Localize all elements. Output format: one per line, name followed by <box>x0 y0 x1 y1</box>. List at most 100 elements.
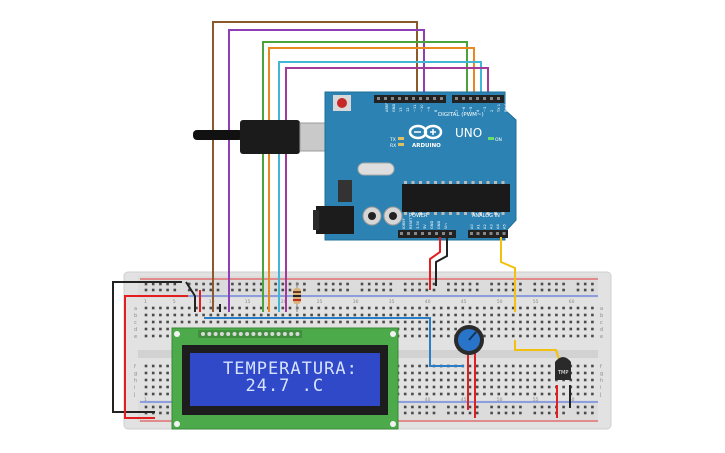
breadboard-hole <box>540 385 544 389</box>
rail-hole <box>425 405 429 409</box>
breadboard-hole <box>151 371 155 375</box>
chip-pin <box>434 212 437 215</box>
breadboard-hole <box>519 320 522 324</box>
breadboard-hole <box>418 371 421 375</box>
rail-hole <box>461 411 465 415</box>
breadboard-hole <box>519 364 522 368</box>
breadboard-hole <box>533 385 537 389</box>
wire-green <box>262 41 468 312</box>
rail-hole <box>209 288 213 292</box>
breadboard-hole <box>447 371 450 375</box>
rail-hole <box>511 405 515 409</box>
breadboard-hole <box>238 306 241 310</box>
column-number: 50 <box>497 299 503 305</box>
temperature-sensor[interactable]: TMP <box>555 357 571 380</box>
breadboard-hole <box>547 371 551 375</box>
rail-hole <box>159 282 162 286</box>
breadboard-hole <box>195 320 198 324</box>
breadboard-hole <box>519 327 522 331</box>
usb-cable-strain <box>193 130 243 140</box>
breadboard-hole <box>187 313 191 317</box>
lcd-pin <box>213 332 218 336</box>
breadboard-hole <box>439 385 443 389</box>
rail-hole <box>303 288 306 292</box>
column-number: 40 <box>425 299 431 305</box>
breadboard-hole <box>159 364 162 368</box>
column-number: 1 <box>144 299 147 305</box>
breadboard-hole <box>461 313 465 317</box>
reset-button[interactable] <box>337 98 347 108</box>
header-pin <box>433 97 436 100</box>
breadboard-hole <box>432 378 436 382</box>
breadboard-hole <box>576 364 580 368</box>
rail-hole <box>490 282 493 286</box>
rail-hole <box>432 405 436 409</box>
breadboard-hole <box>425 334 429 338</box>
lcd-pin <box>295 332 300 336</box>
rail-hole <box>209 282 213 286</box>
breadboard-hole <box>425 313 429 317</box>
breadboard-hole <box>382 313 385 317</box>
breadboard-hole <box>483 334 486 338</box>
rail-hole <box>475 411 479 415</box>
breadboard-hole <box>144 306 148 310</box>
rail-hole <box>288 288 292 292</box>
breadboard-hole <box>490 306 493 310</box>
breadboard-hole <box>483 313 486 317</box>
breadboard-hole <box>231 320 234 324</box>
breadboard-hole <box>533 392 537 396</box>
column-number: 10 <box>209 299 215 305</box>
digital-pin-label: 7 <box>455 110 459 112</box>
breadboard-hole <box>159 313 162 317</box>
breadboard-hole <box>468 313 472 317</box>
potentiometer[interactable] <box>454 325 484 355</box>
header-pin <box>469 97 472 100</box>
rail-hole <box>195 282 198 286</box>
header-pins <box>377 97 506 235</box>
breadboard-hole <box>519 306 522 310</box>
breadboard-hole <box>540 378 544 382</box>
breadboard-hole <box>519 392 522 396</box>
lcd-pin <box>276 332 281 336</box>
breadboard-hole <box>540 306 544 310</box>
column-number: 5 <box>173 299 176 305</box>
breadboard-hole <box>281 313 285 317</box>
rail-hole <box>382 282 385 286</box>
rail-hole <box>475 405 479 409</box>
breadboard-hole <box>483 364 486 368</box>
rail-hole <box>468 405 472 409</box>
breadboard-hole <box>461 371 465 375</box>
breadboard-hole <box>475 320 479 324</box>
rail-hole <box>238 282 241 286</box>
header-pin <box>421 232 424 235</box>
breadboard-hole <box>591 378 594 382</box>
rail-hole <box>591 288 594 292</box>
rail-hole <box>461 405 465 409</box>
row-letter: e <box>600 334 603 340</box>
lcd-pin <box>270 332 275 336</box>
breadboard-hole <box>583 334 587 338</box>
lcd-display[interactable] <box>171 327 399 430</box>
breadboard-hole <box>144 320 148 324</box>
breadboard-hole <box>367 313 371 317</box>
breadboard-hole <box>540 392 544 396</box>
rail-hole <box>245 288 249 292</box>
column-number: 35 <box>389 299 395 305</box>
breadboard-hole <box>432 371 436 375</box>
lcd-pin <box>251 332 256 336</box>
breadboard-hole <box>418 306 421 310</box>
rail-hole <box>389 288 393 292</box>
breadboard-hole <box>533 306 537 310</box>
rail-hole <box>425 282 429 286</box>
breadboard-hole <box>519 371 522 375</box>
breadboard-hole <box>202 320 205 324</box>
breadboard-hole <box>151 385 155 389</box>
row-letter: d <box>134 327 137 333</box>
breadboard-hole <box>591 364 594 368</box>
resistor[interactable] <box>293 282 301 312</box>
breadboard-hole <box>526 320 529 324</box>
rail-hole <box>475 282 479 286</box>
chip-pin <box>449 212 452 215</box>
chip-pin <box>434 181 437 184</box>
